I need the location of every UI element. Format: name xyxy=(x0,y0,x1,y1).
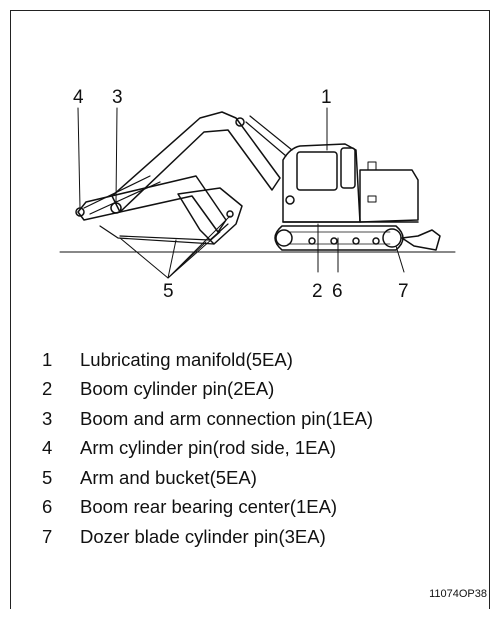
leader-5d xyxy=(167,231,221,279)
legend-item: 7 Dozer blade cylinder pin(3EA) xyxy=(42,522,373,552)
legend-item: 2 Boom cylinder pin(2EA) xyxy=(42,375,373,405)
boom xyxy=(111,111,281,213)
legend-item: 3 Boom and arm connection pin(1EA) xyxy=(42,404,373,434)
legend-text: Arm cylinder pin(rod side, 1EA) xyxy=(80,437,337,459)
engine-housing xyxy=(359,169,419,223)
leader-4 xyxy=(77,107,81,209)
legend-text: Boom rear bearing center(1EA) xyxy=(80,496,338,518)
arm-cylinder xyxy=(83,175,161,215)
legend-number: 5 xyxy=(42,466,53,488)
legend-text: Boom cylinder pin(2EA) xyxy=(80,378,275,400)
bucket xyxy=(177,187,243,245)
legend-number: 4 xyxy=(42,437,53,459)
dozer-blade xyxy=(401,229,441,251)
sprocket-wheel xyxy=(382,228,402,248)
leader-5a xyxy=(119,237,169,279)
legend-item: 4 Arm cylinder pin(rod side, 1EA) xyxy=(42,434,373,464)
callout-5: 5 xyxy=(163,281,174,302)
legend-number: 1 xyxy=(42,348,53,370)
idler-wheel xyxy=(275,229,293,247)
legend-text: Arm and bucket(5EA) xyxy=(80,466,257,488)
legend-number: 3 xyxy=(42,407,53,429)
boom-pin xyxy=(235,117,245,127)
callout-1: 1 xyxy=(321,87,332,108)
callout-6: 6 xyxy=(332,281,343,302)
bucket-cylinder xyxy=(119,223,229,241)
boom-cylinder xyxy=(245,115,293,157)
legend-text: Boom and arm connection pin(1EA) xyxy=(80,407,374,429)
cab-door-window xyxy=(340,147,356,189)
leader-5e xyxy=(167,215,231,279)
legend-item: 6 Boom rear bearing center(1EA) xyxy=(42,493,373,523)
legend-item: 1 Lubricating manifold(5EA) xyxy=(42,345,373,375)
legend-text: Lubricating manifold(5EA) xyxy=(80,348,293,370)
legend-number: 7 xyxy=(42,525,53,547)
figure-code: 11074OP38 xyxy=(429,588,487,600)
excavator-diagram xyxy=(59,107,456,279)
parts-legend: 1 Lubricating manifold(5EA) 2 Boom cylin… xyxy=(42,345,373,552)
arm xyxy=(77,175,227,233)
leader-7 xyxy=(395,245,405,273)
legend-number: 2 xyxy=(42,378,53,400)
cab xyxy=(282,143,361,223)
page-frame xyxy=(10,10,490,609)
callout-2: 2 xyxy=(312,281,323,302)
legend-item: 5 Arm and bucket(5EA) xyxy=(42,463,373,493)
track xyxy=(274,225,404,251)
leader-5b xyxy=(167,239,177,279)
legend-number: 6 xyxy=(42,496,53,518)
leader-3 xyxy=(115,107,118,204)
boom-foot-pin xyxy=(285,195,295,205)
callout-7: 7 xyxy=(398,281,409,302)
cab-window xyxy=(296,151,338,191)
callout-3: 3 xyxy=(112,87,123,108)
legend-text: Dozer blade cylinder pin(3EA) xyxy=(80,525,326,547)
callout-4: 4 xyxy=(73,87,84,108)
